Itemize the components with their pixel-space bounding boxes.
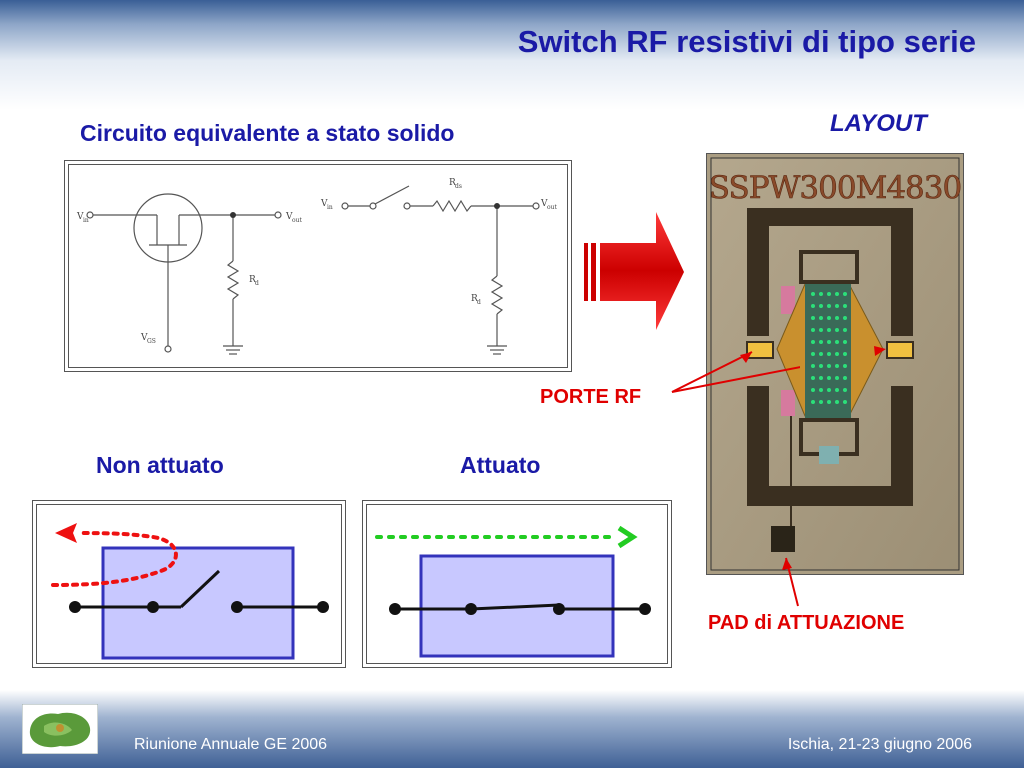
logo-icon: [22, 704, 98, 754]
switch-on-diagram: [375, 525, 651, 658]
equivalent-circuit-diagram: V in V out V GS R d V in V out R ds R d: [76, 178, 557, 355]
vin-subscript: in: [83, 217, 89, 224]
footer-band: [0, 690, 1024, 768]
slide-title: Switch RF resistivi di tipo serie: [517, 24, 976, 59]
vgs-label: V: [140, 333, 148, 343]
annotation-arrows: [671, 351, 800, 607]
chip-label: SSPW300M4830: [709, 170, 961, 206]
schematic-frame: V in V out V GS R d V in V out R ds R d: [64, 160, 572, 372]
rds-label: R: [449, 178, 456, 188]
switch-on-panel: [362, 500, 672, 668]
chip-layout-frame: SSPW300M4830: [706, 153, 964, 575]
footer-right: Ischia, 21-23 giugno 2006: [787, 736, 972, 753]
actuation-pad-label: PAD di ATTUAZIONE: [708, 612, 905, 634]
header-band: [0, 0, 1024, 110]
vin2-subscript: in: [327, 204, 333, 211]
rd-subscript: d: [255, 280, 259, 287]
vout-subscript: out: [292, 217, 302, 224]
rds-subscript: ds: [455, 183, 462, 190]
vout2-label: V: [540, 199, 548, 209]
rf-port-arrowhead-icon: [874, 346, 886, 356]
rd2-label: R: [471, 294, 478, 304]
chip-layout-image: SSPW300M4830: [708, 157, 963, 571]
rf-ports-label: PORTE RF: [540, 386, 642, 408]
vout2-subscript: out: [547, 204, 557, 211]
vgs-subscript: GS: [147, 338, 156, 345]
vin-label: V: [76, 212, 84, 222]
state-off-label: Non attuato: [96, 452, 224, 478]
layout-label: LAYOUT: [830, 110, 927, 137]
vout-label: V: [285, 212, 293, 222]
footer-left: Riunione Annuale GE 2006: [134, 736, 328, 753]
vin2-label: V: [320, 199, 328, 209]
switch-off-panel: [32, 500, 346, 668]
rd-label: R: [249, 275, 256, 285]
section-title: Circuito equivalente a stato solido: [80, 120, 455, 146]
right-arrow-icon: [584, 212, 684, 330]
switch-off-diagram: [51, 523, 329, 660]
rd2-subscript: d: [477, 299, 481, 306]
state-on-label: Attuato: [460, 452, 541, 478]
